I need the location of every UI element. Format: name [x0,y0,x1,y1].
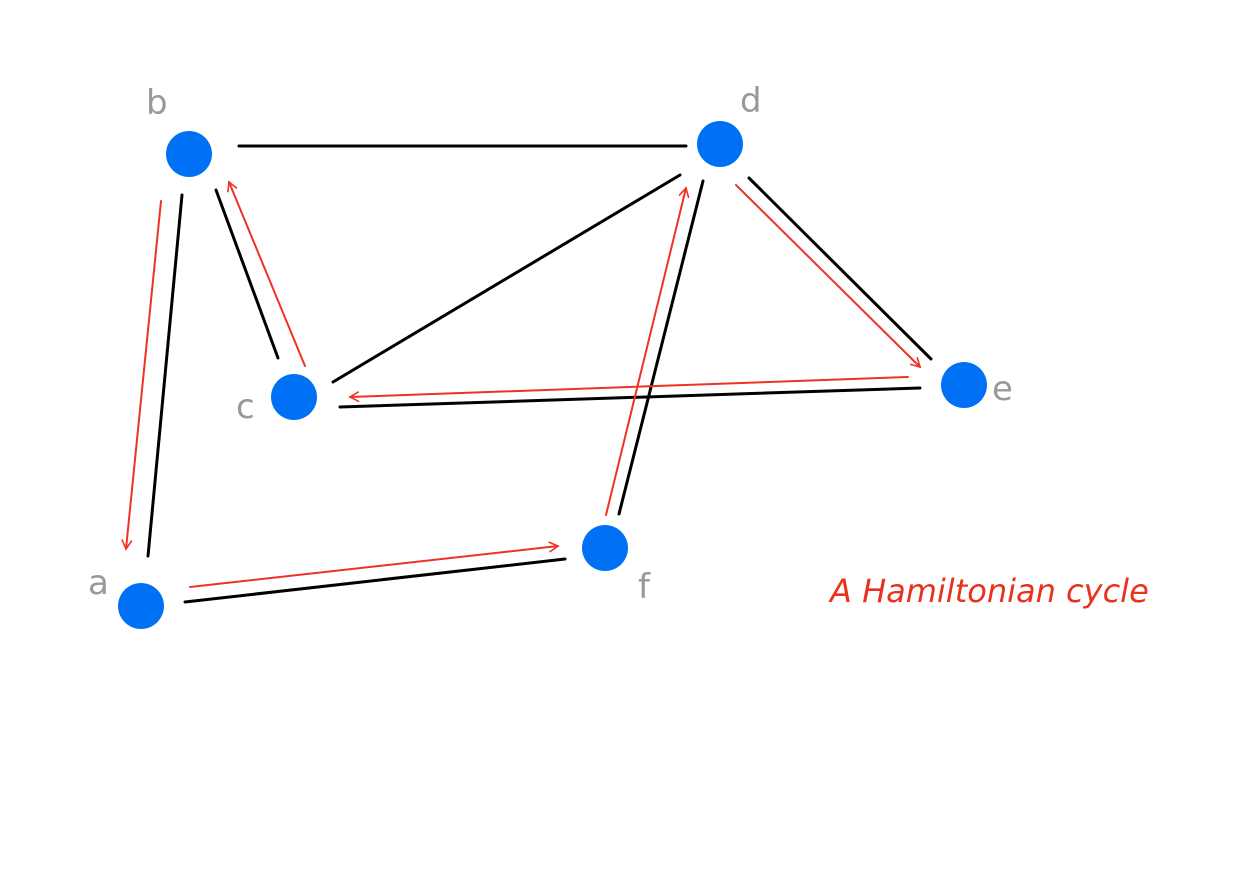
cycle-arrow-e-c [348,376,909,403]
cycle-arrow-c-b [227,180,306,367]
caption: A Hamiltonian cycle [828,572,1149,610]
cycle-arrow-b-a [121,200,162,551]
cycle-arrow-a-f [189,541,560,588]
node-label-b: b [146,83,168,123]
node-f [582,525,628,571]
node-d [697,121,743,167]
edge-c-d [331,173,682,384]
edge-d-f [617,179,705,516]
edge-b-a [146,193,184,558]
node-label-c: c [236,387,255,427]
edge-a-f [183,557,567,604]
edge-b-c [214,188,280,360]
edge-d-e [747,176,933,361]
node-a [118,583,164,629]
node-label-a: a [88,563,109,603]
node-e [941,362,987,408]
node-label-e: e [992,369,1013,409]
cycle-arrow-d-e [735,184,922,369]
edge-c-e [338,386,922,409]
node-b [166,131,212,177]
node-label-d: d [740,81,762,121]
node-c [271,374,317,420]
cycle-arrow-f-d [605,186,690,516]
node-label-f: f [638,567,651,607]
